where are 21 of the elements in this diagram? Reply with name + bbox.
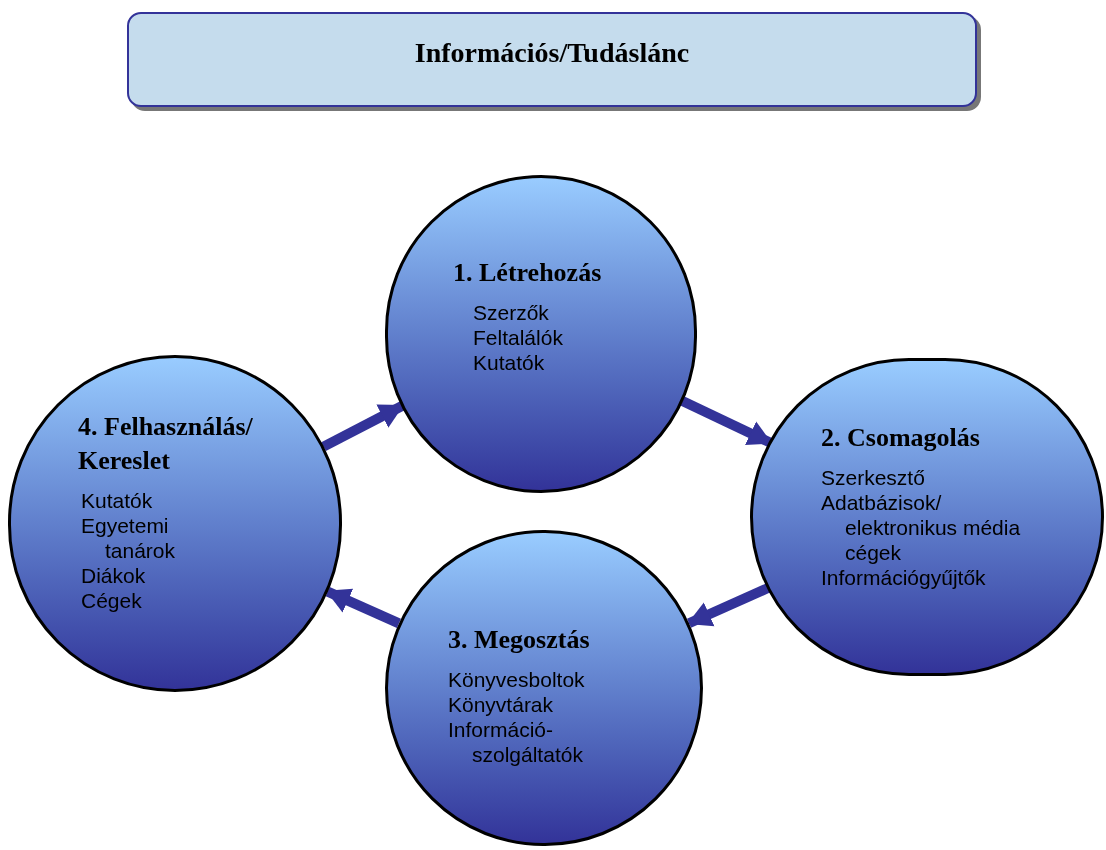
block-arrow bbox=[325, 587, 401, 628]
block-arrow bbox=[321, 401, 405, 451]
stage-item: Információ- szolgáltatók bbox=[448, 717, 584, 767]
stage-heading: 4. Felhasználás/ Kereslet bbox=[78, 411, 254, 477]
stage-heading: 2. Csomagolás bbox=[821, 422, 981, 454]
block-arrow bbox=[687, 583, 771, 628]
stage-item: Kutatók bbox=[81, 488, 154, 513]
stage-item: Adatbázisok/ elektronikus média cégek bbox=[821, 490, 1022, 565]
stage-item: Információgyűjtők bbox=[821, 565, 987, 590]
stage-item: Diákok bbox=[81, 563, 147, 588]
stage-item: Könyvesboltok bbox=[448, 667, 586, 692]
stage-item: Szerkesztő bbox=[821, 465, 926, 490]
stage-item: Egyetemi tanárok bbox=[81, 513, 177, 563]
stage-heading: 3. Megosztás bbox=[448, 624, 591, 656]
stage-item: Kutatók bbox=[473, 350, 546, 375]
stage-item: Cégek bbox=[81, 588, 143, 613]
stage-item: Feltalálók bbox=[473, 325, 564, 350]
block-arrow bbox=[680, 396, 773, 448]
stage-heading: 1. Létrehozás bbox=[453, 257, 603, 289]
stage-item: Szerzők bbox=[473, 300, 550, 325]
stage-item: Könyvtárak bbox=[448, 692, 555, 717]
